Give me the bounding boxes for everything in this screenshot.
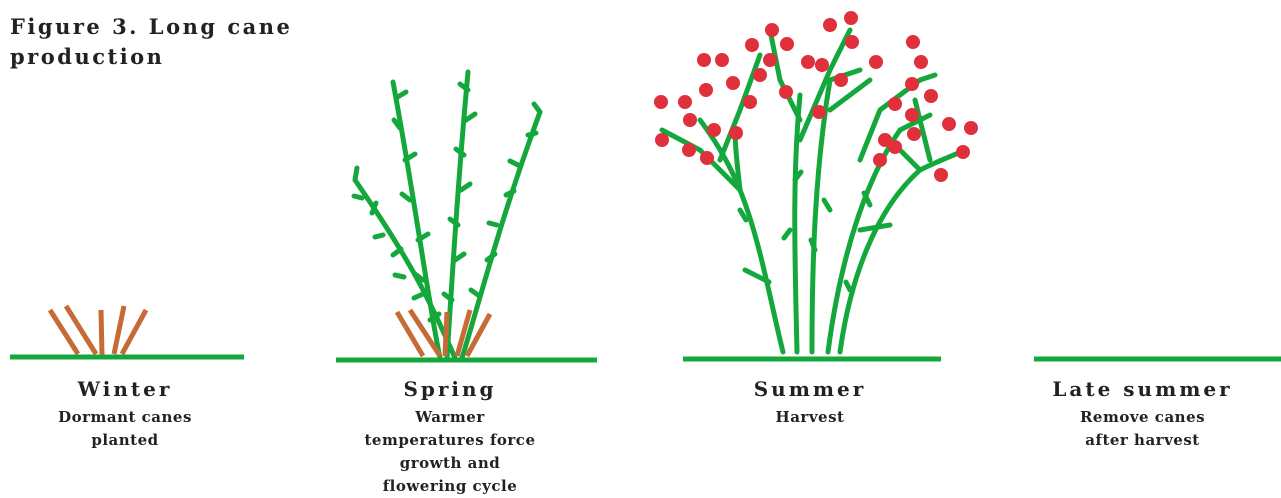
spring-plant — [336, 72, 597, 360]
stage-name: Winter — [0, 376, 250, 402]
stage-name: Summer — [680, 376, 940, 402]
stage-name: Late summer — [1020, 376, 1265, 402]
dormant-canes — [50, 306, 146, 355]
winter-plant — [10, 306, 244, 357]
stage-description: Remove canes after harvest — [1073, 406, 1213, 452]
fruiting-canes — [662, 30, 965, 352]
stage-late-summer: Late summer Remove canes after harvest — [1020, 376, 1265, 452]
stage-name: Spring — [320, 376, 580, 402]
stage-description: Harvest — [680, 406, 940, 429]
stage-winter: Winter Dormant canes planted — [0, 376, 250, 452]
stage-spring: Spring Warmer temperatures force growth … — [320, 376, 580, 498]
stage-description: Warmer temperatures force growth and flo… — [355, 406, 545, 498]
stage-summer: Summer Harvest — [680, 376, 940, 429]
stage-description: Dormant canes planted — [58, 406, 193, 452]
summer-plant — [654, 11, 978, 359]
